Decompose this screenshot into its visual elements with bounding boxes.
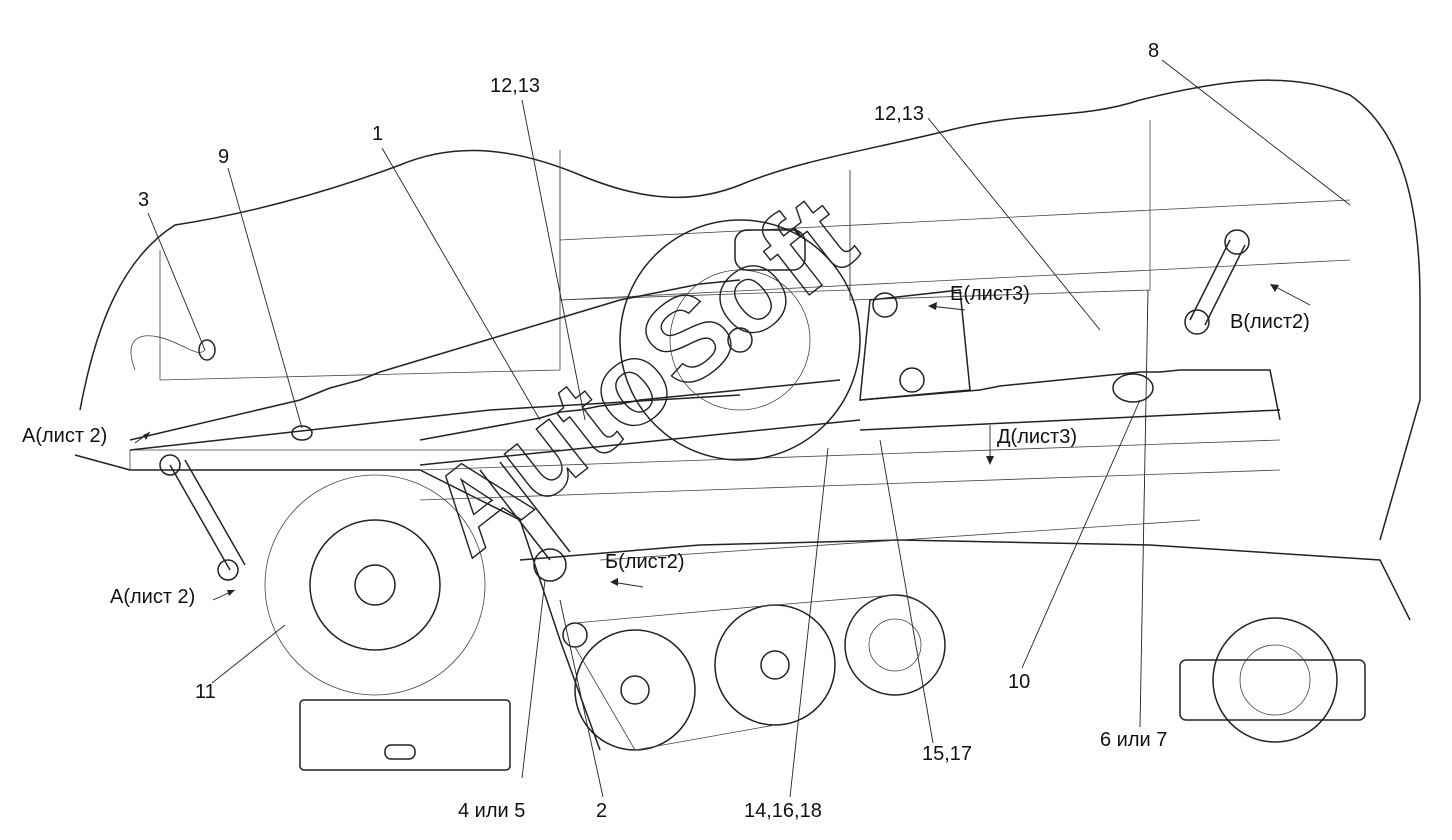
right-arm-pivot-bottom [1184, 309, 1210, 335]
sieve-pad-right [1112, 373, 1154, 403]
leader-6or7 [1139, 289, 1149, 728]
leader-2 [559, 599, 604, 798]
left-arm [169, 459, 246, 571]
top-hatch [734, 229, 806, 271]
label-2: 2 [596, 800, 607, 822]
frame-rails [419, 439, 1281, 561]
leader-14-16-18 [789, 447, 829, 798]
pulley-1 [574, 629, 696, 751]
thresher-drum [619, 219, 861, 461]
leader-4or5 [521, 579, 546, 779]
label-view-V: В(лист2) [1230, 311, 1310, 333]
label-8: 8 [1148, 40, 1159, 62]
left-arm-pivot-bottom [217, 559, 239, 581]
leader-12-13-a [521, 99, 586, 421]
pulley-1-hub [620, 675, 650, 705]
fan-wheel [309, 519, 441, 651]
arrow-D-head [986, 456, 994, 465]
sieve-upper-bottom [129, 394, 741, 451]
arrow-E-head [928, 302, 937, 310]
leader-8 [1161, 59, 1351, 206]
inner-panel-1 [159, 150, 561, 381]
right-arm [1189, 239, 1246, 326]
label-view-A-2: А(лист 2) [110, 586, 195, 608]
center-arm-pivot [533, 548, 567, 582]
fan-hub [354, 564, 396, 606]
center-arm [479, 461, 571, 561]
sieve-right [859, 369, 1281, 421]
label-12-13-a: 12,13 [490, 75, 540, 97]
label-3: 3 [138, 189, 149, 211]
label-15-17: 15,17 [922, 743, 972, 765]
label-view-D: Д(лист3) [997, 426, 1077, 448]
body-outline [79, 79, 1421, 541]
upper-beam [559, 199, 1351, 301]
sieve-upper [129, 279, 741, 441]
arrow-V-head [1270, 284, 1279, 292]
right-arm-pivot-top [1224, 229, 1250, 255]
label-9: 9 [218, 146, 229, 168]
pulley-small [562, 622, 588, 648]
arrow-A-bottom-head [227, 590, 235, 596]
label-14-16-18: 14,16,18 [744, 800, 822, 822]
sensor-cable [130, 335, 206, 371]
fan-housing [264, 474, 486, 696]
label-view-E: Е(лист3) [950, 283, 1030, 305]
leader-12-13-b [927, 117, 1101, 331]
label-view-A-1: А(лист 2) [22, 425, 107, 447]
label-view-B: Б(лист2) [605, 551, 685, 573]
label-12-13-b: 12,13 [874, 103, 924, 125]
sieve-pad-left [291, 425, 313, 441]
pulley-2-hub [760, 650, 790, 680]
sieve-lower [419, 379, 841, 441]
inner-panel-3 [849, 120, 1151, 301]
pulley-3 [844, 594, 946, 696]
label-10: 10 [1008, 671, 1030, 693]
arrow-V [1271, 284, 1311, 306]
watermark-text: AutoSoft [405, 170, 879, 581]
sieve-lower-bottom [419, 419, 861, 466]
leader-9 [227, 167, 303, 429]
label-11: 11 [195, 681, 216, 703]
label-6or7: 6 или 7 [1100, 729, 1167, 751]
leader-3 [147, 212, 206, 351]
thresher-drum-inner [669, 269, 811, 411]
rear-wheel-hub [1212, 617, 1338, 743]
sensor-head [198, 339, 216, 361]
thresher-drum-hub [727, 327, 753, 353]
leader-15-17 [879, 439, 934, 744]
arrow-B-head [610, 578, 618, 586]
leader-1 [381, 147, 541, 421]
pulley-3-inner [868, 618, 922, 672]
base-mount [299, 699, 511, 771]
label-4or5: 4 или 5 [458, 800, 525, 822]
base-handle [384, 744, 416, 760]
drive-belt [574, 594, 896, 751]
arrow-A-top-head [143, 432, 150, 440]
rear-bracket [1179, 659, 1366, 721]
label-1: 1 [372, 123, 383, 145]
upper-linkage-pivot [872, 292, 898, 318]
leader-11 [211, 624, 286, 684]
rear-wheel-hub-inner [1239, 644, 1311, 716]
pulley-2 [714, 604, 836, 726]
leader-10 [1021, 399, 1141, 669]
sieve-right-bottom [859, 409, 1281, 431]
upper-linkage-pivot-2 [899, 367, 925, 393]
frame-bottom [519, 539, 1411, 621]
upper-linkage [859, 289, 971, 401]
left-arm-pivot-top [159, 454, 181, 476]
